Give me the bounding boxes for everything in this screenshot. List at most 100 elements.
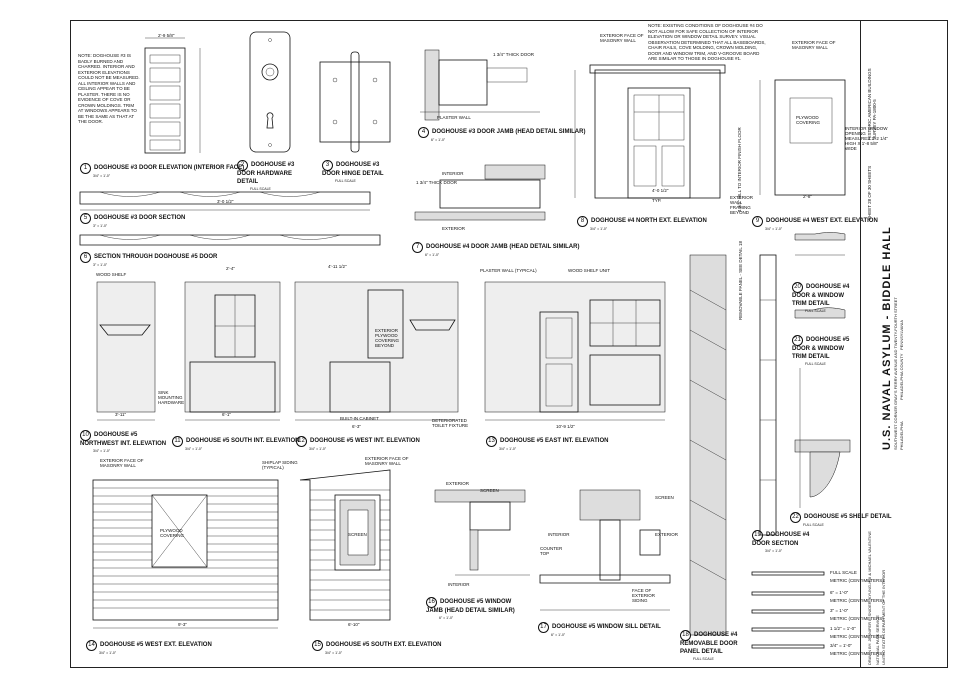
label-sill-vertical: 4 3/4" SILL TO INTERIOR FINISH FLOOR	[737, 127, 742, 212]
label-exterior-plywood: EXTERIOR PLYWOOD COVERING BEYOND	[375, 328, 400, 348]
hardware-detail-2	[249, 31, 291, 153]
label-exterior-face-8: EXTERIOR FACE OF MASONRY WALL	[600, 33, 644, 43]
scale-label-5: 3/4" = 1'-0"	[830, 643, 852, 648]
door-section-19	[759, 254, 777, 536]
door-jamb-7	[414, 164, 546, 221]
department: UNITED STATES DEPARTMENT OF THE INTERIOR	[881, 569, 886, 665]
dim-4: 4'-11 1/2"	[328, 264, 347, 269]
label-wall-framing: EXTERIOR WALL FRAMING BEYOND	[730, 195, 754, 215]
project-address: SOUTHWEST CORNER GRAY'S FERRY AVENUE AND…	[893, 297, 898, 450]
project-city: PHILADELPHIA	[899, 421, 904, 450]
label-exterior-face-15: EXTERIOR FACE OF MASONRY WALL	[365, 456, 409, 466]
door-section-6	[79, 234, 381, 246]
trim-detail-20	[794, 232, 846, 256]
label-window-opening: INTERIOR WINDOW OPENING MEASURES 2'-2 1/…	[845, 126, 888, 151]
label-exterior-face-14: EXTERIOR FACE OF MASONRY WALL	[100, 458, 144, 468]
dim-7: 6'-3"	[352, 424, 361, 429]
scale-metric-3: METRIC (centimeters)	[830, 616, 884, 621]
window-jamb-16	[434, 489, 530, 576]
project-state: PENNSYLVANIA	[899, 319, 904, 350]
dim-5: 3'-11"	[115, 412, 127, 417]
interior-elevation-13	[484, 281, 666, 421]
label-exterior-16: EXTERIOR	[446, 481, 470, 486]
panel-detail-18	[689, 254, 727, 636]
scale-metric-1: METRIC (centimeters)	[830, 578, 884, 583]
label-exterior-7: EXTERIOR	[442, 226, 466, 231]
label-screen-17: SCREEN	[655, 495, 674, 500]
label-interior-7: INTERIOR	[442, 171, 464, 176]
dim-8: 10'-9 1/2"	[556, 424, 575, 429]
dim-2: 3'-0 1/2"	[217, 199, 234, 204]
label-thick-door: 1 3/4" THICK DOOR	[493, 52, 535, 57]
label-exterior-17: EXTERIOR	[655, 532, 679, 537]
sheet-number: SHEET 28 OF 30 SHEETS	[867, 165, 872, 220]
south-ext-elevation-15	[299, 469, 391, 621]
label-toilet: DETERIORATED TOILET FIXTURE	[432, 418, 469, 428]
shelf-detail-22	[794, 368, 851, 508]
label-shiplap: SHIPLAP SIDING (TYPICAL)	[262, 460, 298, 470]
door-jamb-4	[420, 49, 540, 121]
label-plaster-wall-typical: PLASTER WALL (TYPICAL)	[480, 268, 537, 273]
label-plywood-14: PLYWOOD COVERING	[160, 528, 185, 538]
note-doghouse-3: NOTE: DOGHOUSE #3 IS BADLY BURNED AND CH…	[78, 53, 140, 124]
dim-6: 6'-1"	[222, 412, 231, 417]
label-typ: TYP.	[652, 198, 662, 203]
door-section-5	[79, 191, 371, 211]
label-exterior-face-9: EXTERIOR FACE OF MASONRY WALL	[792, 40, 836, 50]
title-block: U.S. NAVAL ASYLUM - BIDDLE HALL SOUTHWES…	[860, 20, 949, 668]
label-interior-17: INTERIOR	[548, 532, 570, 537]
interior-elevation-10	[96, 281, 156, 421]
dim-11: 4'-0 1/2"	[652, 188, 669, 193]
scale-metric-4: METRIC (centimeters)	[830, 634, 884, 639]
graphic-scales	[751, 571, 825, 649]
dim-9: 9'-3"	[178, 622, 187, 627]
scale-metric-5: METRIC (centimeters)	[830, 651, 884, 656]
label-face-siding: FACE OF EXTERIOR SIDING	[632, 588, 656, 603]
trim-detail-21	[794, 307, 846, 319]
dim-3: 2'-4"	[226, 266, 235, 271]
label-plywood-9: PLYWOOD COVERING	[796, 115, 821, 125]
scale-label-2: 6" = 1'-0"	[830, 590, 849, 595]
agency: NATIONAL PARK SERVICE	[875, 615, 880, 665]
label-built-in-cabinet: BUILT-IN CABINET	[340, 416, 379, 421]
project-county: PHILADELPHIA COUNTY	[899, 353, 904, 400]
scale-metric-2: METRIC (centimeters)	[830, 598, 884, 603]
note-doghouse-4: NOTE: EXISTING CONDITIONS OF DOGHOUSE #4…	[648, 23, 766, 61]
sheet-border	[70, 20, 948, 668]
label-screen-16: SCREEN	[480, 488, 499, 493]
scale-label-1: FULL SCALE	[830, 570, 857, 575]
scale-label-3: 3" = 1'-0"	[830, 608, 849, 613]
label-plaster-wall: PLASTER WALL	[437, 115, 471, 120]
label-sink-hardware: SINK MOUNTING HARDWARE	[158, 390, 185, 405]
window-sill-17	[539, 489, 671, 611]
interior-elevation-12	[294, 281, 459, 421]
interior-elevation-11	[184, 281, 281, 421]
west-elevation-9	[759, 79, 846, 196]
west-ext-elevation-14	[92, 479, 279, 629]
label-removable-panel: REMOVABLE PANEL - SEE DETAIL 18	[738, 241, 743, 320]
dim-12: 2'-8"	[803, 194, 812, 199]
label-screen-15: SCREEN	[348, 532, 367, 537]
label-wood-shelf-unit: WOOD SHELF UNIT	[568, 268, 611, 273]
